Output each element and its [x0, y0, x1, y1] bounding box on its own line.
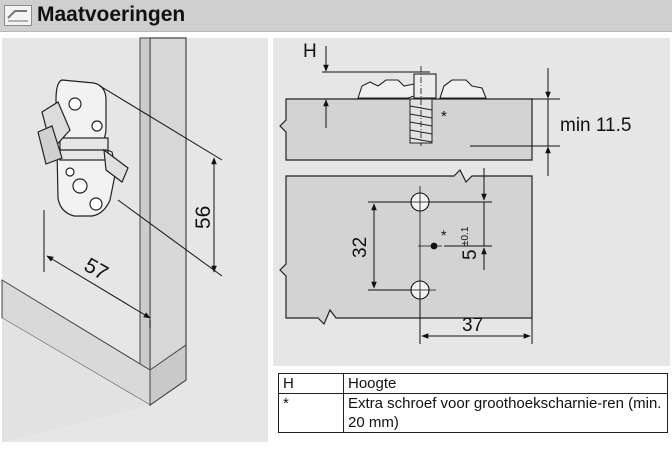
legend-value: Hoogte [343, 373, 668, 394]
legend-row: H Hoogte [278, 373, 668, 394]
hinge-ruler-icon [4, 5, 32, 26]
min-depth-label: min 11.5 [560, 115, 631, 136]
side-section-board [279, 98, 533, 161]
legend-key: * [278, 393, 344, 433]
dimension-32 [368, 201, 412, 291]
dim-5-label: 5 [460, 249, 481, 260]
h-label: H [303, 41, 317, 62]
dim-56-label: 56 [192, 206, 215, 229]
cabinet-side-panel [1, 37, 187, 442]
dim-37-label: 37 [462, 315, 483, 336]
dimension-5 [428, 168, 492, 270]
front-view-board [279, 168, 533, 326]
legend-value: Extra schroef voor groothoekscharnie-ren… [343, 393, 668, 433]
dim-57-label: 57 [80, 254, 112, 286]
mounting-plate [37, 79, 129, 217]
side-star-label: * [441, 108, 447, 125]
screw-point [430, 242, 438, 250]
legend-table: H Hoogte * Extra schroef voor groothoeks… [278, 373, 668, 433]
hinge-plate-profile [357, 73, 487, 99]
legend-key: H [278, 373, 344, 394]
dim-32-label: 32 [350, 237, 371, 258]
dim-5-tolerance: ±0.1 [460, 226, 471, 246]
dimension-37 [419, 292, 533, 344]
section-title: Maatvoeringen [37, 3, 186, 26]
legend-row: * Extra schroef voor groothoekscharnie-r… [278, 393, 668, 433]
dimension-h [322, 46, 430, 128]
dimension-57 [43, 210, 151, 328]
section-header: Maatvoeringen [0, 0, 672, 32]
dimension-min-11-5 [470, 68, 560, 176]
front-star-label: * [441, 227, 447, 243]
dimension-56 [99, 85, 223, 277]
